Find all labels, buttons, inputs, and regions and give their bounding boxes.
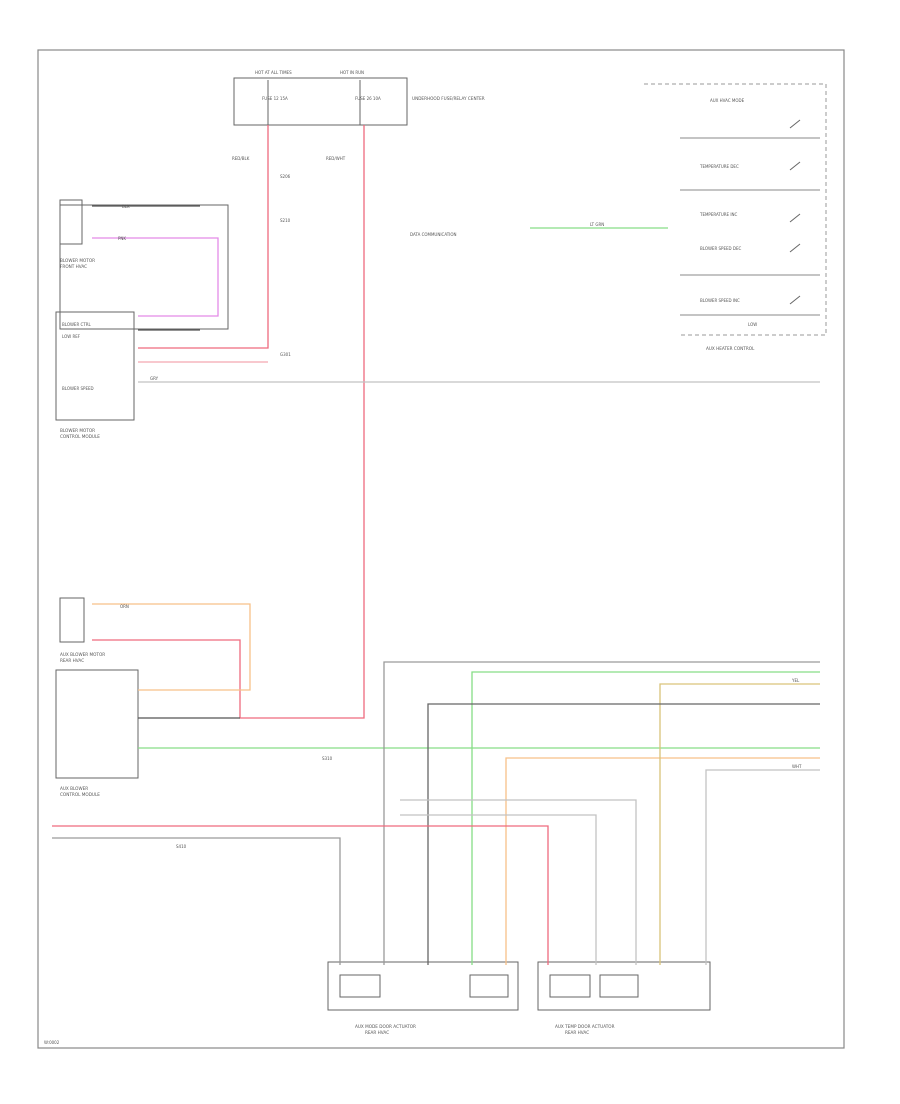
fuse-box: HOT AT ALL TIMES HOT IN RUN FUSE 12 15A … [233, 70, 485, 126]
wire-label-black: BLK [122, 204, 130, 209]
wire-yellow [659, 683, 820, 965]
wire-gray-4 [705, 769, 820, 965]
fuse-title-1: HOT AT ALL TIMES [255, 70, 292, 75]
aux-motor-caption-2: REAR HVAC [60, 658, 84, 663]
wire-label-red: RED/BLK [232, 156, 250, 161]
actuators: AUX MODE DOOR ACTUATOR REAR HVAC AUX TEM… [327, 961, 711, 1035]
wire-label-gray: GRY [150, 376, 159, 381]
wire-labels: RED/BLK RED/WHT PNK ORN LT GRN GRY BLK Y… [118, 156, 802, 849]
splice-s1: S206 [280, 174, 291, 179]
actuator-1-caption: AUX MODE DOOR ACTUATOR [355, 1024, 416, 1029]
footer-code: W:0002 [44, 1040, 60, 1045]
wire-label-pink: PNK [118, 236, 126, 241]
module-label-3: BLOWER SPEED [62, 386, 94, 391]
diagram-frame [37, 49, 845, 1049]
splice-s2: S210 [280, 218, 291, 223]
switch-item-2: TEMPERATURE DEC [699, 164, 739, 169]
wire-label-orange: ORN [120, 604, 129, 609]
fuse-box-caption: UNDERHOOD FUSE/RELAY CENTER [412, 96, 485, 101]
wire-gray-1 [427, 703, 820, 965]
wire-label-red2: RED/WHT [326, 156, 346, 161]
aux-blower-module: AUX BLOWER CONTROL MODULE [55, 669, 139, 797]
wire-red-1 [138, 125, 269, 349]
actuator-2-caption: AUX TEMP DOOR ACTUATOR [555, 1024, 615, 1029]
signal-label: DATA COMMUNICATION [410, 232, 457, 237]
aux-motor-caption: AUX BLOWER MOTOR [60, 652, 105, 657]
wire-label-yellow: YEL [791, 678, 800, 683]
aux-module-caption-2: CONTROL MODULE [60, 792, 100, 797]
fuse-title-2: HOT IN RUN [340, 70, 364, 75]
blower-motor-caption: BLOWER MOTOR [60, 258, 95, 263]
blower-control-module: BLOWER CTRL LOW REF BLOWER SPEED BLOWER … [55, 311, 135, 439]
blower-motor-caption-2: FRONT HVAC [60, 264, 87, 269]
switch-panel-caption: AUX HEATER CONTROL [706, 346, 755, 351]
blower-motor: BLOWER MOTOR FRONT HVAC [59, 199, 229, 330]
aux-module-caption-1: AUX BLOWER [60, 786, 88, 791]
aux-blower-motor: AUX BLOWER MOTOR REAR HVAC [59, 597, 105, 663]
wire-label-green: LT GRN [590, 222, 604, 227]
module-label-1: BLOWER CTRL [62, 322, 92, 327]
wire-gray-3 [383, 661, 820, 965]
splice-s3: S310 [322, 756, 333, 761]
wire-magenta [92, 237, 219, 317]
wire-green-3 [471, 671, 820, 965]
ground-label: G301 [280, 352, 291, 357]
splice-s4: S410 [176, 844, 187, 849]
module-caption-1: BLOWER MOTOR [60, 428, 95, 433]
wires [52, 125, 820, 965]
switch-item-5: BLOWER SPEED INC [700, 298, 740, 303]
fuse-2-label: FUSE 26 10A [355, 96, 381, 101]
actuator-1-caption-2: REAR HVAC [365, 1030, 389, 1035]
wire-gray-7 [400, 814, 597, 965]
fuse-1-label: FUSE 12 15A [262, 96, 288, 101]
wire-gray-5 [52, 837, 341, 965]
wire-gray-6 [400, 799, 637, 965]
switch-item-1: AUX HVAC MODE [710, 98, 745, 103]
module-label-2: LOW REF [62, 334, 81, 339]
wire-label-white: WHT [792, 764, 802, 769]
switch-low: LOW [748, 322, 757, 327]
actuator-2-caption-2: REAR HVAC [565, 1030, 589, 1035]
wire-orange-1 [92, 603, 251, 691]
module-caption-2: CONTROL MODULE [60, 434, 100, 439]
switch-item-4: BLOWER SPEED DEC [700, 246, 741, 251]
wire-red-3 [52, 825, 549, 965]
wire-orange-2 [505, 757, 820, 965]
aux-heater-control: AUX HVAC MODE TEMPERATURE DEC TEMPERATUR… [410, 83, 827, 351]
switch-item-3: TEMPERATURE INC [699, 212, 738, 217]
